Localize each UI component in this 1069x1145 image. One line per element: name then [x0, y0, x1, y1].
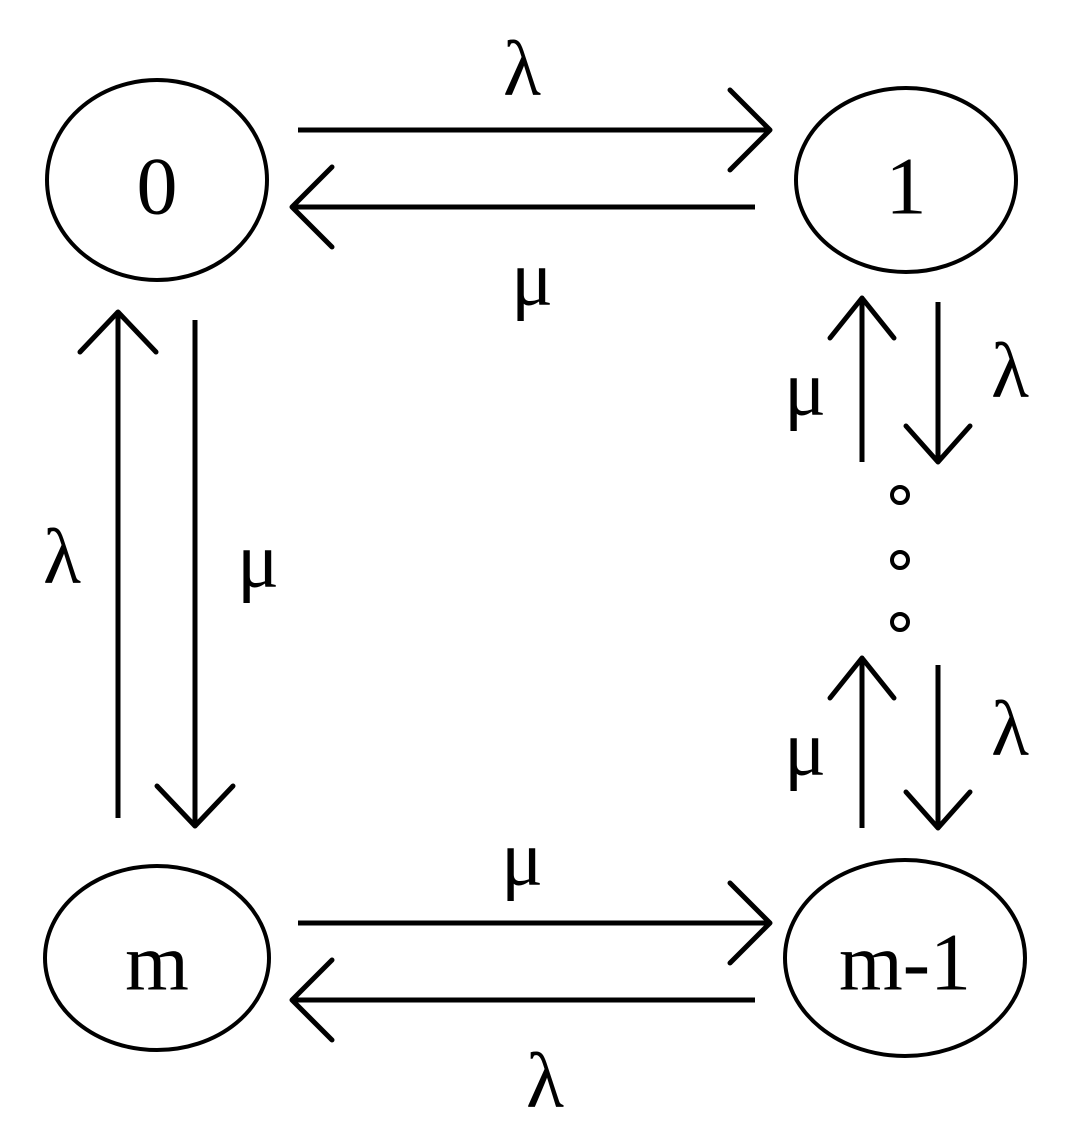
rate-label-0-to-m: μ	[237, 517, 279, 604]
arrow-right-lower-down	[903, 665, 973, 831]
state-node-m-1: m-1	[783, 858, 1027, 1058]
rate-label-m-to-0: λ	[43, 513, 81, 600]
state-node-m: m	[43, 864, 271, 1052]
rate-label-right-upper-down: λ	[991, 327, 1029, 414]
arrow-0-to-1	[298, 87, 773, 173]
arrow-m-to-m-1	[298, 880, 773, 966]
ellipsis-icon	[890, 485, 910, 632]
arrow-right-upper-up	[827, 295, 897, 462]
state-label-m-1: m-1	[839, 917, 971, 1008]
rate-label-right-lower-down: λ	[991, 685, 1029, 772]
arrow-right-upper-down	[903, 302, 973, 465]
arrow-1-to-0	[289, 164, 755, 250]
arrow-m-to-0	[77, 309, 159, 818]
rate-label-right-upper-up: μ	[784, 345, 826, 432]
rate-label-1-to-0: μ	[511, 235, 553, 322]
rate-label-right-lower-up: μ	[784, 705, 826, 792]
state-label-0: 0	[137, 141, 178, 232]
state-label-1: 1	[886, 141, 927, 232]
rate-label-m-1-to-m: λ	[526, 1037, 564, 1124]
state-node-0: 0	[45, 78, 269, 282]
state-node-1: 1	[794, 86, 1018, 274]
arrow-m-1-to-m	[289, 957, 755, 1043]
state-label-m: m	[125, 917, 189, 1008]
rate-label-m-to-m-1: μ	[501, 815, 543, 902]
arrow-0-to-m	[154, 320, 236, 829]
arrow-right-lower-up	[827, 655, 897, 828]
rate-label-0-to-1: λ	[503, 25, 541, 112]
